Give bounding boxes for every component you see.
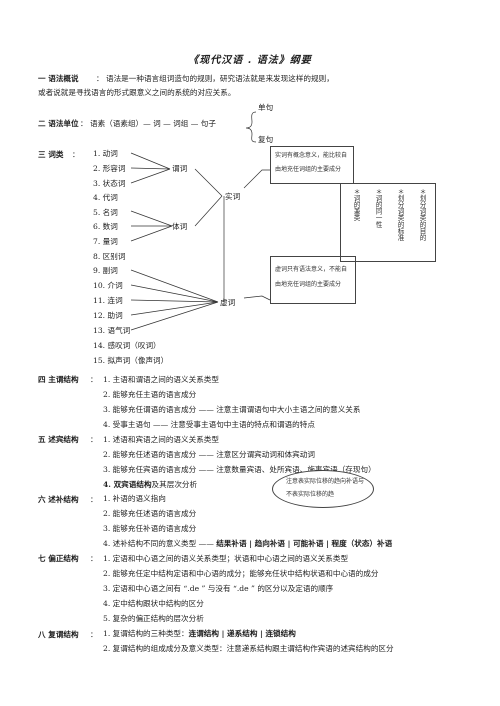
word-class-8: 8. 区别词 bbox=[93, 252, 126, 261]
s5-item-4: 4. 双宾语结构及其层次分析 bbox=[103, 480, 197, 489]
s5-item-4-bold: 4. 双宾语结构 bbox=[103, 480, 152, 489]
document-title: 《现代汉语 . 语法》纲要 bbox=[188, 55, 312, 66]
word-class-14: 14. 感叹词（叹词） bbox=[93, 341, 161, 350]
section-1-label: 一 语法概说 bbox=[38, 74, 79, 83]
word-class-3: 3. 状态词 bbox=[93, 179, 126, 188]
word-class-10: 10. 介词 bbox=[93, 281, 123, 290]
function-words-note-2: 由地充任词组的主要成分 bbox=[275, 281, 342, 288]
function-words-label: 虚词 bbox=[220, 298, 236, 307]
function-words-note: 虚词只有语法意义，不能自 由地充任词组的主要成分 bbox=[270, 256, 356, 304]
grammar-unit-chain: 语素（语素组）— 词 — 词组 — 句子 bbox=[90, 119, 216, 128]
word-class-15: 15. 拟声词（像声词） bbox=[93, 356, 169, 365]
function-words-note-1: 虚词只有语法意义，不能自 bbox=[275, 266, 348, 273]
s7-item-4: 4. 定中结构跟状中结构的区分 bbox=[103, 599, 204, 608]
s6-item-3: 3. 能够充任补语的语言成分 bbox=[103, 524, 197, 533]
predicate-words-label: 谓词 bbox=[172, 164, 188, 173]
note-word-identity: ＊词的同一性 bbox=[374, 188, 382, 228]
word-class-4: 4. 代词 bbox=[93, 193, 118, 202]
section-8-label: 八 复谓结构 bbox=[38, 630, 79, 639]
note-multi-class: ＊词的兼类 bbox=[352, 188, 360, 221]
s8-item-2: 2. 复谓结构的组成成分及意义类型：注意递系结构跟主谓结构作宾语的述宾结构的区分 bbox=[103, 644, 394, 653]
s5-item-4-rest: 及其层次分析 bbox=[151, 480, 198, 489]
section-5-colon: ： bbox=[90, 435, 98, 444]
word-class-11: 11. 连词 bbox=[93, 296, 123, 305]
s4-item-4: 4. 受事主语句 —— 注意受事主语句中主语的特点和谓语的特点 bbox=[103, 420, 315, 429]
word-class-2: 2. 形容词 bbox=[93, 164, 126, 173]
section-4-label: 四 主谓结构 bbox=[38, 375, 79, 384]
directional-complement-note: 注意表实际位移的趋向补语与 不表实际位移的趋 bbox=[272, 470, 374, 508]
word-class-12: 12. 助词 bbox=[93, 311, 123, 320]
s5-item-3: 3. 能够充任宾语的语言成分 —— 注意数量宾语、处所宾语、施事宾语（存现句） bbox=[103, 465, 376, 474]
s7-item-1: 1. 定语和中心语之间的语义关系类型；状语和中心语之间的语义关系类型 bbox=[103, 554, 349, 563]
s7-item-3: 3. 定语和中心语之间有 “.de ” 与没有 “.de ” 的区分以及定语的顺… bbox=[103, 584, 334, 593]
section-5-label: 五 述宾结构 bbox=[38, 435, 79, 444]
s7-item-2: 2. 能够充任定中结构定语和中心语的成分；能够充任状中结构状语和中心语的成分 bbox=[103, 569, 379, 578]
word-class-13: 13. 语气词 bbox=[93, 326, 131, 335]
section-1-text-1: 语法是一种语言组词造句的规则，研究语法就是来发现这样的规则， bbox=[106, 74, 334, 83]
single-sentence: 单句 bbox=[258, 103, 274, 112]
s8-item-1-plain: 1. 复谓结构的三种类型： bbox=[103, 629, 189, 638]
s5-item-1: 1. 述语和宾语之间的语义关系类型 bbox=[103, 435, 219, 444]
word-class-6: 6. 数词 bbox=[93, 222, 118, 231]
s7-item-5: 5. 复杂的偏正结构的层次分析 bbox=[103, 614, 204, 623]
s6-complement-types: 结果补语 | 趋向补语 | 可能补语 | 程度（状态）补语 bbox=[216, 539, 393, 548]
note-classification-purpose: ＊划分词类的目的 bbox=[418, 188, 426, 241]
content-words-note-2: 由地充任词组的主要成分 bbox=[275, 166, 342, 173]
section-2-label: 二 语法单位 bbox=[38, 119, 79, 128]
s8-serial-types: 连谓结构 | 递系结构 | 连锁结构 bbox=[188, 629, 296, 638]
section-7-label: 七 偏正结构 bbox=[38, 554, 79, 563]
section-7-colon: ： bbox=[90, 554, 98, 563]
s6-item-2: 2. 能够充任述语的语言成分 bbox=[103, 509, 197, 518]
note-classification-criteria: ＊划分词类的标准 bbox=[396, 188, 404, 241]
word-class-9: 9. 副词 bbox=[93, 266, 118, 275]
word-class-7: 7. 量词 bbox=[93, 237, 118, 246]
s6-item-4: 4. 述补结构不同的意义类型 —— 结果补语 | 趋向补语 | 可能补语 | 程… bbox=[103, 539, 392, 548]
nominal-words-label: 体词 bbox=[172, 222, 188, 231]
s4-item-1: 1. 主语和谓语之间的语义关系类型 bbox=[103, 375, 219, 384]
directional-note-1: 注意表实际位移的趋向补语与 bbox=[286, 478, 365, 485]
section-8-colon: ： bbox=[90, 630, 98, 639]
word-class-notes-box: ＊划分词类的目的 ＊划分词类的标准 ＊词的同一性 ＊词的兼类 bbox=[340, 183, 436, 262]
section-3-colon: ： bbox=[72, 150, 80, 159]
s6-item-4-plain: 4. 述补结构不同的意义类型 —— bbox=[103, 539, 214, 548]
section-1-text-2: 或者说就是寻找语言的形式跟意义之间的系统的对应关系。 bbox=[38, 88, 236, 97]
s8-item-1: 1. 复谓结构的三种类型：连谓结构 | 递系结构 | 连锁结构 bbox=[103, 629, 296, 638]
directional-note-2: 不表实际位移的趋 bbox=[286, 491, 335, 498]
section-6-colon: ： bbox=[90, 495, 98, 504]
section-3-label: 三 词类 bbox=[38, 150, 64, 159]
s4-item-3: 3. 能够充任谓语的语言成分 —— 注意主谓谓语句中大小主语之间的意义关系 bbox=[103, 405, 361, 414]
section-2-colon: ： bbox=[80, 119, 88, 128]
content-words-label: 实词 bbox=[225, 192, 241, 201]
s6-item-1: 1. 补语的语义指向 bbox=[103, 494, 166, 503]
s5-item-2: 2. 能够充任述语的语言成分 —— 注意区分谓宾动词和体宾动词 bbox=[103, 450, 315, 459]
complex-sentence: 复句 bbox=[258, 135, 274, 144]
content-words-note: 实词有概念意义，能比较自 由地充任词组的主要成分 bbox=[270, 146, 354, 184]
word-class-1: 1. 动词 bbox=[93, 149, 118, 158]
s4-item-2: 2. 能够充任主语的语言成分 bbox=[103, 390, 197, 399]
section-6-label: 六 述补结构 bbox=[38, 495, 79, 504]
content-words-note-1: 实词有概念意义，能比较自 bbox=[275, 152, 348, 159]
section-1-colon: ： bbox=[96, 74, 104, 83]
section-4-colon: ： bbox=[90, 375, 98, 384]
word-class-5: 5. 名词 bbox=[93, 208, 118, 217]
